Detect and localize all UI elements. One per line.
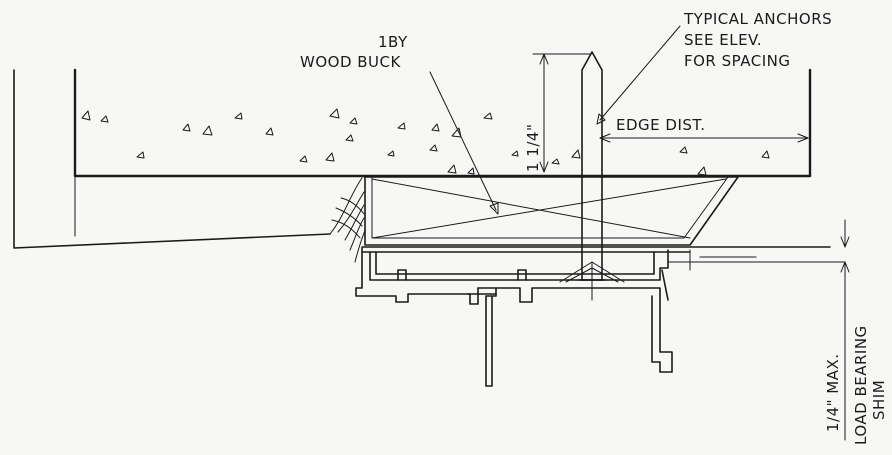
wood-buck-note-line1: 1BY	[378, 33, 408, 51]
window-frame-extrusion	[355, 247, 673, 387]
load-bearing-shim	[361, 246, 846, 271]
sealant-joint	[329, 177, 366, 263]
edge-distance-dimension	[599, 133, 809, 143]
exterior-wall	[13, 69, 331, 249]
shim-note-line1: LOAD BEARING	[852, 325, 870, 445]
embed-dimension	[532, 53, 591, 173]
anchors-note-line1: TYPICAL ANCHORS	[683, 10, 832, 28]
wood-buck-note-line2: WOOD BUCK	[300, 53, 402, 71]
wood-buck	[364, 176, 739, 246]
anchor-screw	[559, 51, 625, 301]
concrete-lintel	[73, 68, 812, 178]
embed-dimension-label: 1 1/4"	[524, 124, 542, 172]
shim-dimension-label: 1/4" MAX.	[824, 353, 842, 432]
shim-dimension	[840, 219, 850, 441]
wood-buck-leader	[429, 71, 499, 215]
concrete-aggregate-marks	[81, 108, 770, 176]
shim-note-line2: SHIM	[870, 380, 888, 420]
anchors-note-line2: SEE ELEV.	[684, 31, 762, 49]
anchors-leader	[596, 25, 681, 125]
anchors-note-line3: FOR SPACING	[684, 52, 790, 70]
edge-distance-label: EDGE DIST.	[616, 116, 706, 134]
